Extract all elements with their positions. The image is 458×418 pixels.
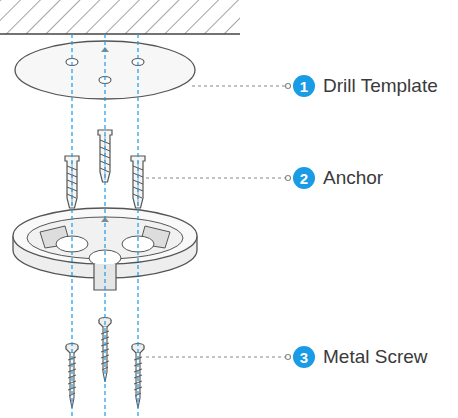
callout-circle: 3: [293, 346, 315, 368]
leader-ends: [286, 84, 291, 360]
callout-number: 2: [300, 170, 308, 187]
callout-circle: 2: [293, 167, 315, 189]
alignment-lines: [72, 34, 138, 418]
ceiling-hatch: [0, 0, 240, 34]
leader-lines: [146, 86, 286, 357]
callout-circle: 1: [293, 75, 315, 97]
ceiling-line: [0, 33, 240, 35]
mount-base: [13, 208, 197, 290]
callout-number: 1: [300, 78, 308, 95]
part-name: Anchor: [323, 167, 383, 189]
callout-number: 3: [300, 349, 308, 366]
part-name: Metal Screw: [323, 346, 428, 368]
part-name: Drill Template: [323, 75, 438, 97]
